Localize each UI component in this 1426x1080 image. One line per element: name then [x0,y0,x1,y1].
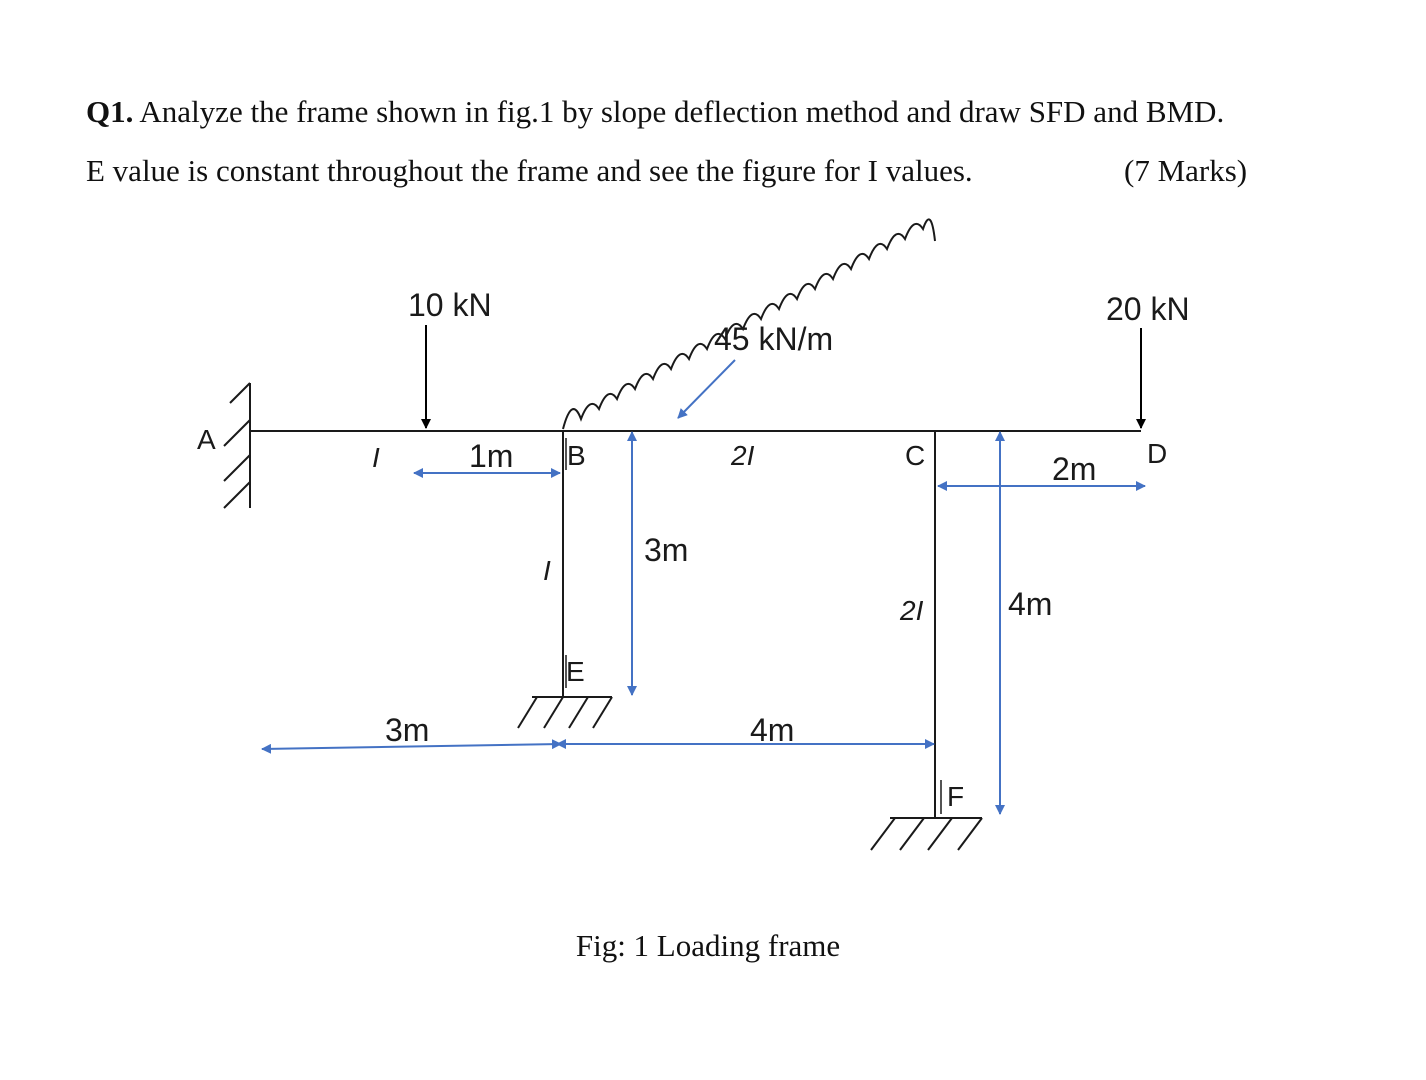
node-label-c: C [905,440,925,471]
node-label-b: B [567,440,586,471]
node-label-f: F [947,781,964,812]
node-label-e: E [566,656,585,687]
dim-label-cf-height: 4m [1008,586,1052,622]
dim-label-e-to-f: 4m [750,712,794,748]
load-label-20kn: 20 kN [1106,291,1190,327]
question-line-2: E value is constant throughout the frame… [86,153,973,188]
inertia-label-bc: 2I [730,440,755,471]
marks-label: (7 Marks) [1124,153,1248,188]
node-label-frames [565,438,942,814]
inertia-label-be: I [543,555,551,586]
inertia-label-cf: 2I [899,595,924,626]
node-label-d: D [1147,438,1167,469]
udl-wave [562,218,936,430]
dim-label-a-to-e: 3m [385,712,429,748]
figure-caption: Fig: 1 Loading frame [575,928,841,963]
fixed-support-f [870,817,983,851]
dim-a-to-e-arrow [261,739,562,754]
fixed-support-e [517,696,613,729]
question-line-1: Q1. Analyze the frame shown in fig.1 by … [86,94,1224,130]
question-text-1: Analyze the frame shown in fig.1 by slop… [139,94,1225,129]
load-label-10kn: 10 kN [408,287,492,323]
dim-label-be-height: 3m [644,532,688,568]
inertia-label-ab: I [372,442,380,473]
frame-members [250,430,1141,818]
udl-pointer-arrow [677,359,736,419]
load-label-udl: 45 kN/m [714,321,833,357]
dimension-lines [261,431,1146,815]
node-label-a: A [197,424,216,455]
dim-label-cd: 2m [1052,451,1096,487]
dim-label-load-to-b: 1m [469,438,513,474]
question-number: Q1. [86,94,134,129]
fixed-support-a [223,382,251,509]
